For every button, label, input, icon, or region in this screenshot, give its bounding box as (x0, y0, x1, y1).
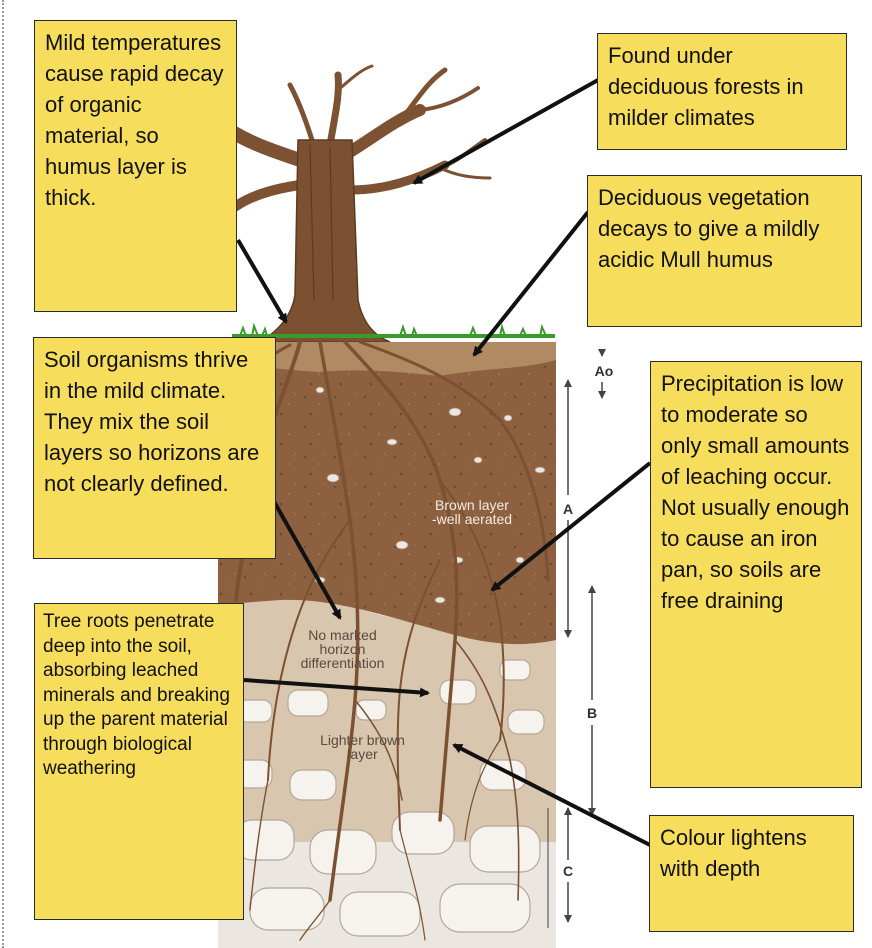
horizon-ao-label: Ao (592, 362, 616, 380)
callout-deciduous-vegetation: Deciduous vegetation decays to give a mi… (587, 175, 862, 327)
horizon-scale (547, 349, 606, 928)
no-marked-label-line-3: differentiation (300, 655, 385, 671)
brown-layer-label-line-1: Brown layer (435, 497, 509, 513)
no-marked-horizon-label: No marked horizon differentiation (280, 628, 405, 670)
grass-line (232, 322, 555, 338)
callout-colour-lightens: Colour lightens with depth (649, 815, 854, 932)
callout-arrows (236, 78, 652, 847)
no-marked-label-line-2: horizon (319, 641, 366, 657)
lighter-brown-layer-label: Lighter brown layer (300, 733, 425, 761)
callout-deciduous-forests: Found under deciduous forests in milder … (597, 33, 847, 150)
brown-layer-label: Brown layer -well aerated (412, 498, 532, 526)
horizon-c-label: C (561, 862, 575, 880)
callout-soil-organisms: Soil organisms thrive in the mild climat… (33, 337, 276, 559)
brown-layer-label-line-2: -well aerated (431, 511, 513, 527)
lighter-label-line-1: Lighter brown (320, 732, 405, 748)
callout-mild-temperatures: Mild temperatures cause rapid decay of o… (34, 20, 237, 312)
lighter-label-line-2: layer (347, 746, 378, 762)
page-edge-dotted-line (2, 0, 4, 948)
horizon-a-label: A (561, 500, 575, 518)
horizon-b-label: B (585, 704, 599, 722)
no-marked-label-line-1: No marked (308, 627, 377, 643)
callout-precipitation: Precipitation is low to moderate so only… (650, 361, 862, 788)
soil-profile (218, 340, 556, 948)
callout-tree-roots: Tree roots penetrate deep into the soil,… (34, 603, 244, 920)
